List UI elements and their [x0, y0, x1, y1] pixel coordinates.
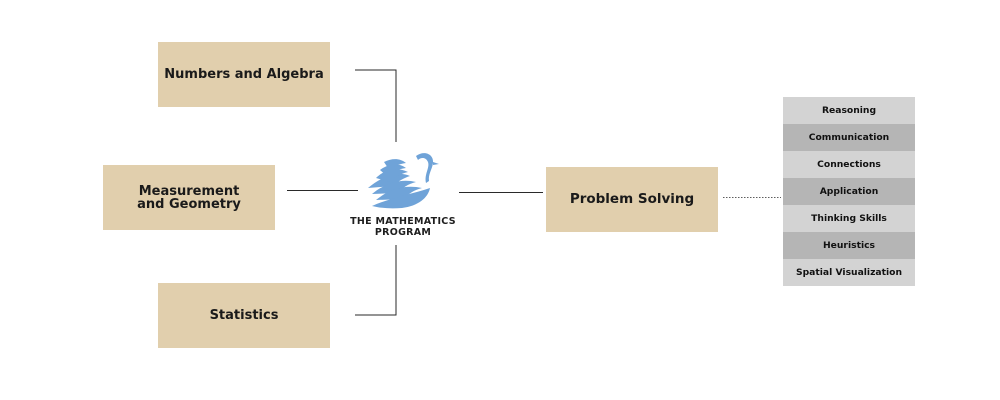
skill-label: Connections	[817, 159, 881, 170]
problem-solving-label: Problem Solving	[569, 191, 695, 207]
swan-icon	[368, 153, 439, 209]
connector-stats	[355, 245, 397, 316]
skill-item-communication: Communication	[783, 124, 915, 151]
skill-label: Communication	[808, 132, 890, 143]
problem-solving-box: Problem Solving	[546, 167, 718, 232]
skills-list: Reasoning Communication Connections Appl…	[783, 97, 915, 286]
connector-numbers	[355, 69, 397, 142]
content-area-measurement-geometry: Measurement and Geometry	[103, 165, 275, 230]
skill-item-spatial-visualization: Spatial Visualization	[783, 259, 915, 286]
content-area-label: Statistics	[209, 308, 279, 323]
content-area-numbers-algebra: Numbers and Algebra	[158, 42, 330, 107]
skill-label: Thinking Skills	[811, 213, 887, 224]
skill-item-heuristics: Heuristics	[783, 232, 915, 259]
content-area-label: Measurement and Geometry	[137, 183, 241, 212]
content-area-statistics: Statistics	[158, 283, 330, 348]
skill-label: Heuristics	[822, 240, 876, 251]
content-area-label: Numbers and Algebra	[164, 67, 324, 82]
skill-item-thinking-skills: Thinking Skills	[783, 205, 915, 232]
skill-item-reasoning: Reasoning	[783, 97, 915, 124]
skill-label: Spatial Visualization	[795, 267, 903, 278]
skill-item-connections: Connections	[783, 151, 915, 178]
program-title-line2: PROGRAM	[374, 227, 432, 238]
skill-item-application: Application	[783, 178, 915, 205]
program-logo: THE MATHEMATICS PROGRAM	[338, 148, 468, 244]
program-title-line1: THE MATHEMATICS	[350, 216, 456, 227]
skill-label: Reasoning	[821, 105, 877, 116]
skill-label: Application	[819, 186, 879, 197]
program-title: THE MATHEMATICS PROGRAM	[338, 216, 468, 238]
